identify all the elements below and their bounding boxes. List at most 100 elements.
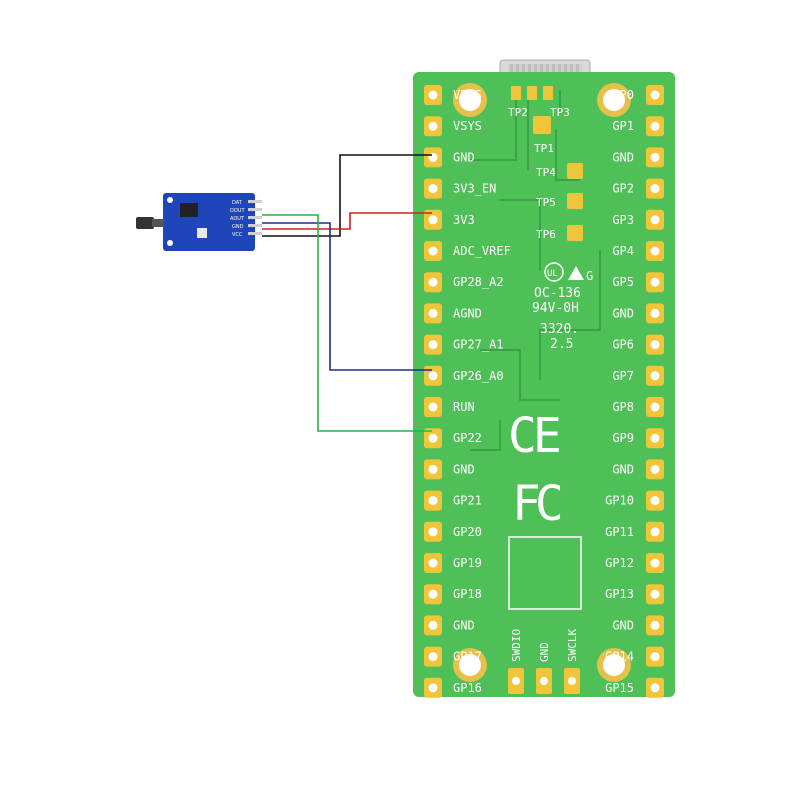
left-pin-hole — [428, 121, 438, 131]
fcc-mark: FC — [512, 476, 561, 532]
tp-label-1: TP1 — [534, 142, 554, 155]
right-pin-label: GP2 — [612, 182, 634, 196]
sensor-pin-dout: DOUT — [230, 208, 245, 214]
left-pin-label: GP16 — [453, 681, 482, 695]
right-pin-label: GP1 — [612, 119, 634, 133]
debug-pin-swdio: SWDIO — [510, 629, 523, 662]
left-pin-label: GP21 — [453, 494, 482, 508]
debug-pin-gnd: GND — [538, 642, 551, 662]
left-pin-label: GP28_A2 — [453, 275, 504, 289]
left-pin-label: GP20 — [453, 525, 482, 539]
right-pin-label: GP13 — [605, 587, 634, 601]
rp2040-chip-outline — [508, 536, 582, 610]
right-pin-hole — [650, 121, 660, 131]
left-pin-label: GP22 — [453, 431, 482, 445]
left-pin-hole — [428, 402, 438, 412]
left-pin-hole — [428, 277, 438, 287]
right-pin-label: GP10 — [605, 494, 634, 508]
left-pin-label: GP18 — [453, 587, 482, 601]
left-pin-label: GND — [453, 618, 475, 632]
right-pin-label: GP11 — [605, 525, 634, 539]
right-pin-label: GP9 — [612, 431, 634, 445]
right-pin-label: GND — [612, 306, 634, 320]
left-pin-hole — [428, 308, 438, 318]
sensor-pin-aout: AOUT — [230, 216, 245, 222]
left-pin-label: GP17 — [453, 650, 482, 664]
left-pin-label: RUN — [453, 400, 475, 414]
rating-line-1: OC-136 — [534, 286, 581, 301]
debug-header: SWDIO GND SWCLK — [508, 629, 580, 694]
debug-pin-swclk: SWCLK — [566, 629, 579, 662]
right-pin-hole — [650, 496, 660, 506]
left-pin-label: GP27_A1 — [453, 338, 504, 352]
right-pin-label: GP6 — [612, 338, 634, 352]
left-pin-label: ADC_VREF — [453, 244, 511, 258]
wire-aout — [262, 222, 432, 371]
right-pin-hole — [650, 152, 660, 162]
left-pin-label: GND — [453, 150, 475, 164]
right-pin-label: GP12 — [605, 556, 634, 570]
ul-mark: UL G — [544, 262, 593, 283]
left-pin-hole — [428, 246, 438, 256]
tp-label-6: TP6 — [536, 228, 556, 241]
left-pin-hole — [428, 683, 438, 693]
left-pin-label: VSYS — [453, 119, 482, 133]
right-pin-hole — [650, 402, 660, 412]
right-pin-hole — [650, 246, 660, 256]
left-pin-label: GP26_A0 — [453, 369, 504, 383]
sensor-pin-gnd: GND — [232, 224, 244, 230]
left-pin-label: VBUS — [453, 88, 482, 102]
sensor-pin-dat: DAT — [232, 200, 243, 206]
right-pin-label: GP15 — [605, 681, 634, 695]
tp-label-2: TP2 — [508, 106, 528, 119]
right-pin-hole — [650, 433, 660, 443]
right-pin-hole — [650, 308, 660, 318]
right-pin-header: GP0GP1GNDGP2GP3GP4GP5GNDGP6GP7GP8GP9GNDG… — [605, 85, 664, 698]
left-pin-label: AGND — [453, 306, 482, 320]
right-pin-label: GP0 — [612, 88, 634, 102]
wire-vcc — [262, 212, 432, 230]
left-pin-label: GND — [453, 462, 475, 476]
left-pin-hole — [428, 340, 438, 350]
left-pin-hole — [428, 433, 438, 443]
left-pin-hole — [428, 527, 438, 537]
right-pin-hole — [650, 589, 660, 599]
left-pin-hole — [428, 496, 438, 506]
right-pin-label: GP4 — [612, 244, 634, 258]
right-pin-hole — [650, 340, 660, 350]
potentiometer — [197, 228, 207, 238]
right-pin-hole — [650, 652, 660, 662]
left-pin-hole — [428, 184, 438, 194]
left-pin-hole — [428, 215, 438, 225]
wires — [262, 154, 432, 432]
sensor-module: DAT DOUT AOUT GND VCC — [136, 193, 262, 251]
left-pin-hole — [428, 652, 438, 662]
left-pin-label: 3V3_EN — [453, 182, 496, 196]
right-pin-hole — [650, 620, 660, 630]
left-pin-hole — [428, 558, 438, 568]
ce-mark: CE — [508, 408, 559, 464]
right-pin-hole — [650, 90, 660, 100]
left-pin-label: 3V3 — [453, 213, 475, 227]
right-pin-hole — [650, 464, 660, 474]
mounting-holes — [453, 83, 631, 682]
right-pin-label: GP5 — [612, 275, 634, 289]
right-pin-label: GP7 — [612, 369, 634, 383]
wire-dout — [262, 214, 432, 432]
sensor-pin-vcc: VCC — [232, 232, 243, 238]
left-pin-hole — [428, 589, 438, 599]
sensor-pins: DAT DOUT AOUT GND VCC — [230, 200, 262, 238]
pico-board: TP1 TP2 TP3 TP4 TP5 TP6 VBUSVSYSGND3V3_E… — [413, 72, 675, 698]
right-pin-label: GP8 — [612, 400, 634, 414]
tp-label-4: TP4 — [536, 166, 556, 179]
left-pin-hole — [428, 371, 438, 381]
right-pin-hole — [650, 527, 660, 537]
right-pin-hole — [650, 184, 660, 194]
right-pin-label: GND — [612, 618, 634, 632]
left-pin-hole — [428, 464, 438, 474]
right-pin-hole — [650, 558, 660, 568]
right-pin-hole — [650, 683, 660, 693]
rating-line-2: 94V-0H — [532, 301, 579, 316]
date-code-1: 3320. — [540, 322, 579, 337]
